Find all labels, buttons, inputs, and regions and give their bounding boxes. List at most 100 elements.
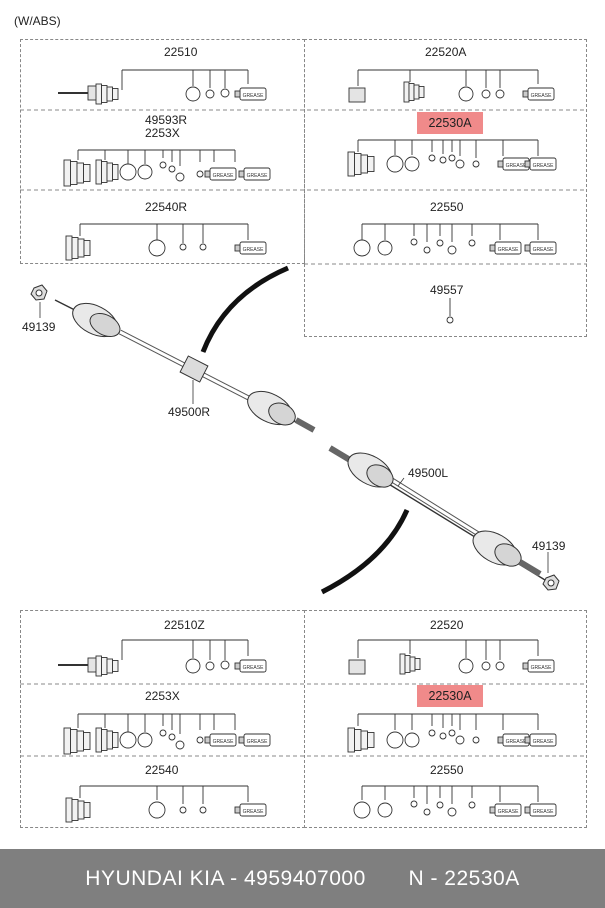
boot-segment: [76, 730, 84, 752]
ring-part: [137, 164, 153, 180]
grease-cap: [489, 244, 496, 252]
boot-segment: [77, 238, 85, 258]
bottom-kit-table-right: [304, 610, 587, 828]
grease-cap: [234, 662, 241, 670]
ring-part: [447, 245, 457, 255]
kit-22520-label: 22520: [430, 618, 464, 632]
kit-49593r-label: 49593R: [145, 113, 188, 127]
footer-ref: N - 22530A: [408, 867, 520, 890]
ring-part: [472, 736, 480, 744]
boot-segment: [63, 159, 71, 187]
boot-segment: [95, 655, 102, 677]
ring-part: [423, 246, 431, 254]
grease-cap: [238, 736, 245, 744]
boot-segment: [360, 154, 368, 174]
ring-part: [428, 729, 436, 737]
grease-cap: [238, 170, 245, 178]
ring-part: [196, 170, 204, 178]
ring-part: [458, 86, 474, 102]
ring-part: [448, 154, 456, 162]
ring-part: [199, 243, 207, 251]
grease-cap: [524, 736, 531, 744]
boot-segment: [71, 799, 79, 821]
ring-part: [168, 733, 176, 741]
boot-segment: [408, 83, 415, 101]
boot-segment: [95, 159, 102, 185]
ring-part: [175, 740, 185, 750]
grease-cap: [489, 806, 496, 814]
boot-segment: [63, 727, 71, 755]
boot-segment: [76, 162, 84, 184]
ring-part: [205, 89, 215, 99]
kit-2253x-label: 2253X: [145, 126, 180, 140]
grease-cap: [522, 90, 529, 98]
boot-segment: [413, 84, 420, 100]
boot-segment: [106, 658, 113, 674]
boot-segment: [112, 732, 119, 748]
ring-part: [423, 808, 431, 816]
nut-bottom-label: 49139: [532, 539, 566, 553]
ring-part: [377, 802, 393, 818]
grease-text: GREASE: [533, 739, 555, 745]
ring-part: [137, 732, 153, 748]
kit-22530a-highlight: 22530A: [417, 112, 483, 134]
boot-segment: [83, 802, 91, 818]
boot-segment: [70, 161, 78, 185]
footer-brand-part: HYUNDAI KIA - 4959407000: [85, 867, 366, 890]
grease-text: GREASE: [247, 739, 269, 745]
ring-part: [447, 807, 457, 817]
ring-part: [386, 731, 404, 749]
boot-segment: [409, 656, 416, 672]
ring-part: [481, 661, 491, 671]
boot-segment: [112, 164, 119, 180]
ring-part: [220, 88, 230, 98]
ring-part: [377, 240, 393, 256]
arc-lower: [320, 508, 410, 595]
grease-cap: [522, 662, 529, 670]
grease-text: GREASE: [506, 739, 528, 745]
ring-part: [196, 736, 204, 744]
ring-part: [446, 316, 454, 324]
joint-housing: [348, 87, 366, 103]
boot-segment: [70, 729, 78, 753]
ring-part: [410, 800, 418, 808]
boot-segment: [418, 86, 425, 98]
kit-22550-bottom-label: 22550: [430, 763, 464, 777]
parts-diagram: GREASE GREASE GREASE GREASE GREASE GREASE GREA…: [20, 69, 587, 823]
boot-segment: [71, 237, 79, 259]
right-drive-shaft: [54, 299, 316, 433]
row-separators: [20, 109, 587, 757]
ring-part: [220, 660, 230, 670]
grease-text: GREASE: [531, 665, 553, 671]
ring-part: [448, 729, 456, 737]
ring-part: [148, 801, 166, 819]
grease-text: GREASE: [533, 247, 555, 253]
ring-part: [404, 156, 420, 172]
ring-part: [179, 806, 187, 814]
boot-segment: [347, 727, 355, 753]
boot-segment: [360, 730, 368, 750]
grease-cap: [497, 160, 504, 168]
boot-segment: [95, 83, 102, 105]
grease-cap: [234, 806, 241, 814]
boot-segment: [65, 797, 73, 823]
ring-part: [119, 163, 137, 181]
boot-segment: [83, 240, 91, 256]
boot-segment: [112, 660, 119, 672]
nut-top-icon: [30, 284, 48, 301]
part-number-footer: HYUNDAI KIA - 4959407000 N - 22530A: [0, 849, 605, 908]
ring-part: [436, 801, 444, 809]
boot-segment: [404, 655, 411, 673]
nut-bottom-icon: [542, 574, 560, 591]
grease-text: GREASE: [533, 163, 555, 169]
grease-text: GREASE: [243, 247, 265, 253]
grease-text: GREASE: [498, 247, 520, 253]
boot-segment: [354, 153, 362, 175]
ring-part: [199, 806, 207, 814]
boot-segment: [367, 732, 375, 748]
kit-22520a-label: 22520A: [425, 45, 467, 59]
grease-text: GREASE: [247, 173, 269, 179]
variant-note: (W/ABS): [14, 14, 61, 28]
boot-segment: [101, 657, 108, 675]
ring-part: [472, 160, 480, 168]
